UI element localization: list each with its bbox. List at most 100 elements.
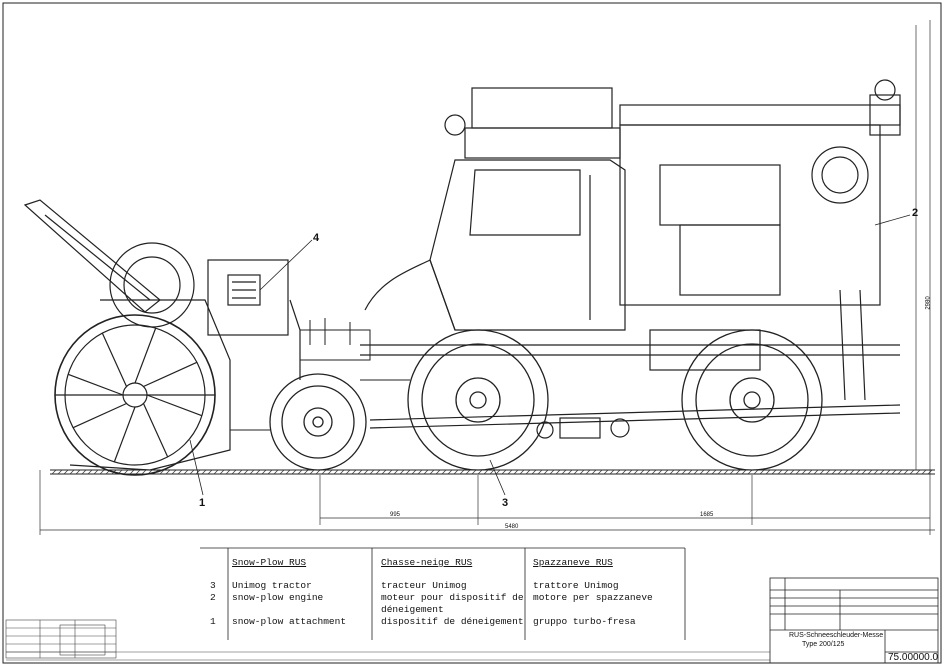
dimension-label-2: 1685: [700, 512, 714, 518]
hatch-stroke: [783, 469, 789, 475]
hatch-stroke: [279, 469, 285, 475]
hatch-stroke: [849, 469, 855, 475]
rear-wheel: [681, 329, 823, 471]
hatch-stroke: [843, 469, 849, 475]
hatch-stroke: [327, 469, 333, 475]
hatch-stroke: [615, 469, 621, 475]
front-wheel: [269, 373, 367, 471]
hatch-stroke: [231, 469, 237, 475]
hatch-stroke: [603, 469, 609, 475]
legend-number-2: 2: [210, 592, 216, 603]
hatch-stroke: [519, 469, 525, 475]
legend-line: snow-plow engine: [232, 592, 324, 603]
hatch-stroke: [531, 469, 537, 475]
hatch-stroke: [573, 469, 579, 475]
hatch-stroke: [405, 469, 411, 475]
hatch-stroke: [213, 469, 219, 475]
hatch-stroke: [135, 469, 141, 475]
impeller-spoke: [67, 373, 124, 396]
hatch-stroke: [555, 469, 561, 475]
hatch-stroke: [489, 469, 495, 475]
title-block-title: RUS-Schneeschleuder-Messe: [789, 632, 884, 639]
hatch-stroke: [363, 469, 369, 475]
callout-1: 1: [199, 497, 206, 509]
hatch-stroke: [387, 469, 393, 475]
hatch-stroke: [711, 469, 717, 475]
snow-plow-engine-box: [207, 259, 301, 380]
hatch-stroke: [243, 469, 249, 475]
callout-leaders: [189, 214, 911, 496]
hatch-stroke: [141, 469, 147, 475]
hatch-stroke: [585, 469, 591, 475]
dimension-lines: [39, 20, 935, 535]
hatch-stroke: [249, 469, 255, 475]
legend-heading-italian: Spazzaneve RUS: [533, 557, 613, 568]
hatch-stroke: [375, 469, 381, 475]
legend-table-frame: [200, 547, 686, 640]
hatch-stroke: [357, 469, 363, 475]
hatch-stroke: [123, 469, 129, 475]
hatch-stroke: [699, 469, 705, 475]
title-block-drawing-number: 75.00000.0: [888, 652, 939, 663]
impeller-spoke: [143, 361, 198, 388]
hatch-stroke: [771, 469, 777, 475]
hatch-stroke: [633, 469, 639, 475]
hatch-stroke: [693, 469, 699, 475]
impeller-spoke: [134, 327, 157, 384]
hatch-stroke: [507, 469, 513, 475]
legend-line: tracteur Unimog: [381, 580, 467, 591]
hatch-stroke: [483, 469, 489, 475]
hatch-stroke: [765, 469, 771, 475]
hatch-stroke: [621, 469, 627, 475]
hatch-stroke: [381, 469, 387, 475]
dimension-label-height: 2980: [925, 296, 932, 310]
hatch-stroke: [63, 469, 69, 475]
hatch-stroke: [915, 469, 921, 475]
hatch-stroke: [855, 469, 861, 475]
impeller-spoke: [101, 332, 128, 387]
hatch-stroke: [609, 469, 615, 475]
hatch-stroke: [837, 469, 843, 475]
hatch-stroke: [393, 469, 399, 475]
hatch-stroke: [717, 469, 723, 475]
hatch-stroke: [183, 469, 189, 475]
callout-2: 2: [912, 207, 919, 219]
hatch-stroke: [417, 469, 423, 475]
hatch-stroke: [57, 469, 63, 475]
impeller-spoke: [113, 406, 136, 463]
unimog-tractor: [360, 79, 901, 439]
hatch-stroke: [471, 469, 477, 475]
middle-wheel: [407, 329, 549, 471]
hatch-stroke: [723, 469, 729, 475]
callout-3: 3: [502, 497, 509, 509]
title-block-frame: [769, 577, 939, 664]
hatch-stroke: [351, 469, 357, 475]
hatch-stroke: [201, 469, 207, 475]
hatch-stroke: [297, 469, 303, 475]
legend-line: déneigement: [381, 604, 444, 615]
dimension-label-total: 5480: [505, 524, 519, 530]
hatch-stroke: [195, 469, 201, 475]
hatch-stroke: [495, 469, 501, 475]
hatch-stroke: [873, 469, 879, 475]
hatch-stroke: [627, 469, 633, 475]
hatch-stroke: [411, 469, 417, 475]
hatch-stroke: [867, 469, 873, 475]
hatch-stroke: [237, 469, 243, 475]
footer-strip: [6, 651, 770, 661]
hatch-stroke: [831, 469, 837, 475]
hatch-stroke: [813, 469, 819, 475]
hatch-stroke: [303, 469, 309, 475]
legend-number-3: 3: [210, 580, 216, 591]
hatch-stroke: [525, 469, 531, 475]
hatch-stroke: [657, 469, 663, 475]
hatch-stroke: [309, 469, 315, 475]
hatch-stroke: [69, 469, 75, 475]
ground-hatching: [51, 469, 933, 475]
hatch-stroke: [807, 469, 813, 475]
hatch-stroke: [453, 469, 459, 475]
hatch-stroke: [561, 469, 567, 475]
hatch-stroke: [687, 469, 693, 475]
